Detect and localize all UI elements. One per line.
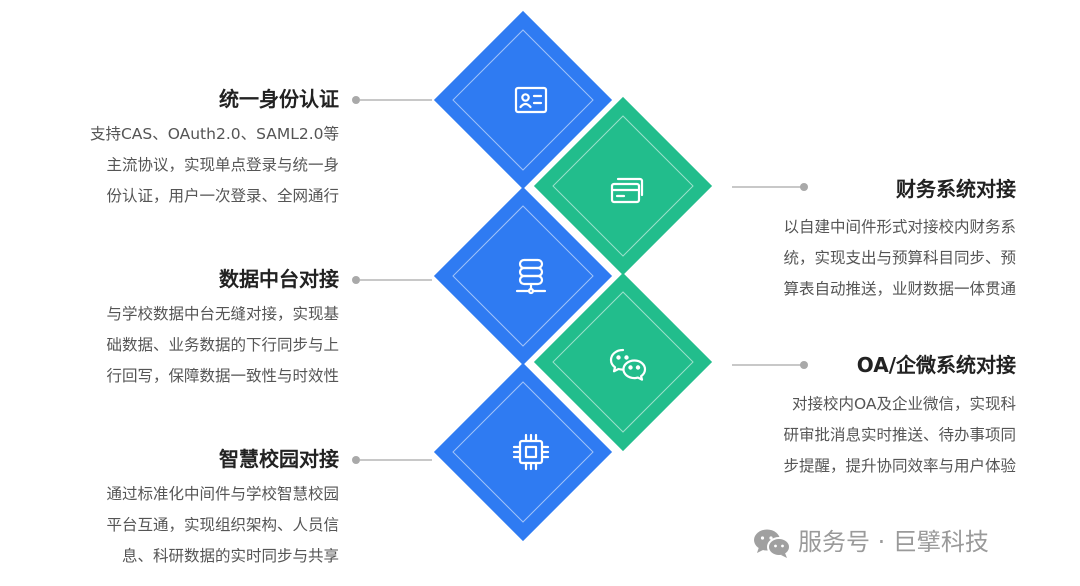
title-data-platform: 数据中台对接 <box>219 267 339 291</box>
wechat-icon <box>609 348 647 381</box>
desc-data-platform: 与学校数据中台无缝对接，实现基 础数据、业务数据的下行同步与上 行回写，保障数据… <box>67 299 339 392</box>
desc-line: 平台互通，实现组织架构、人员信 <box>106 516 339 534</box>
desc-line: 份认证，用户一次登录、全网通行 <box>106 187 339 205</box>
title-smart-campus: 智慧校园对接 <box>219 447 339 471</box>
credit-card-icon <box>610 177 644 204</box>
connector-line-data-platform <box>360 279 432 281</box>
footer-text: 服务号 · 巨擘科技 <box>798 528 989 556</box>
desc-oa: 对接校内OA及企业微信，实现科 研审批消息实时推送、待办事项同 步提醒，提升协同… <box>744 389 1016 482</box>
desc-identity: 支持CAS、OAuth2.0、SAML2.0等 主流协议，实现单点登录与统一身 … <box>67 119 339 212</box>
connector-dot-oa <box>800 361 808 369</box>
wechat-logo-icon <box>754 529 791 558</box>
title-oa: OA/企微系统对接 <box>856 353 1016 377</box>
desc-line: 息、科研数据的实时同步与共享 <box>121 547 339 565</box>
connector-dot-data-platform <box>352 276 360 284</box>
desc-line: 行回写，保障数据一致性与时效性 <box>106 367 339 385</box>
footer-watermark: 服务号 · 巨擘科技 <box>752 526 989 559</box>
connector-dot-identity <box>352 96 360 104</box>
desc-line: 步提醒，提升协同效率与用户体验 <box>783 457 1016 475</box>
database-icon <box>515 258 547 295</box>
connector-dot-smart-campus <box>352 456 360 464</box>
chip-icon <box>512 433 550 471</box>
desc-line: 研审批消息实时推送、待办事项同 <box>783 426 1016 444</box>
connector-line-identity <box>360 99 432 101</box>
desc-line: 对接校内OA及企业微信，实现科 <box>791 395 1016 413</box>
desc-line: 主流协议，实现单点登录与统一身 <box>106 156 339 174</box>
connector-line-finance <box>732 186 802 188</box>
desc-line: 通过标准化中间件与学校智慧校园 <box>106 485 339 503</box>
connector-line-oa <box>732 364 802 366</box>
id-card-icon <box>514 86 548 114</box>
title-finance: 财务系统对接 <box>896 177 1016 201</box>
title-identity: 统一身份认证 <box>219 87 339 111</box>
desc-finance: 以自建中间件形式对接校内财务系 统，实现支出与预算科目同步、预 算表自动推送，业… <box>744 212 1016 305</box>
desc-line: 础数据、业务数据的下行同步与上 <box>106 336 339 354</box>
desc-smart-campus: 通过标准化中间件与学校智慧校园 平台互通，实现组织架构、人员信 息、科研数据的实… <box>67 479 339 572</box>
desc-line: 统，实现支出与预算科目同步、预 <box>783 249 1016 267</box>
connector-line-smart-campus <box>360 459 432 461</box>
desc-line: 支持CAS、OAuth2.0、SAML2.0等 <box>89 125 339 143</box>
desc-line: 以自建中间件形式对接校内财务系 <box>783 218 1016 236</box>
desc-line: 算表自动推送，业财数据一体贯通 <box>783 280 1016 298</box>
connector-dot-finance <box>800 183 808 191</box>
desc-line: 与学校数据中台无缝对接，实现基 <box>106 305 339 323</box>
